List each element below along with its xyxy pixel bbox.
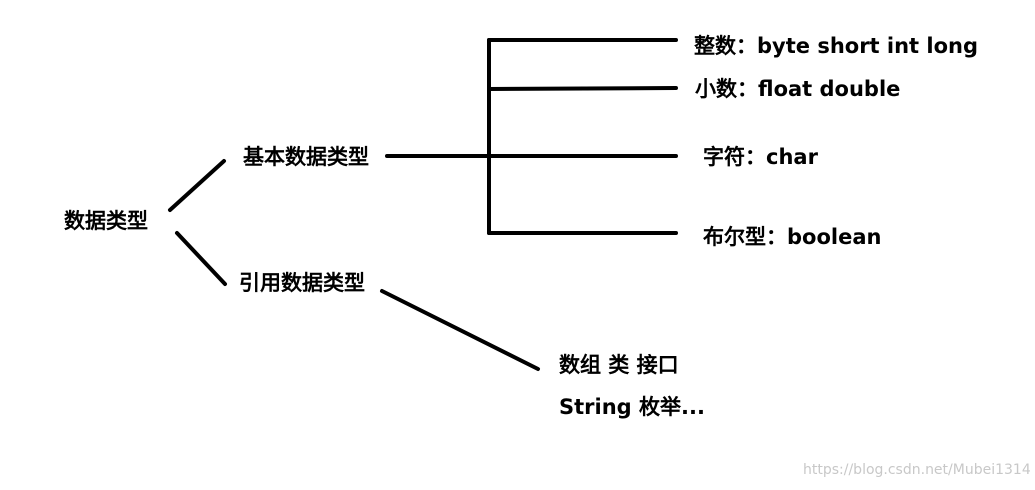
connector-reference-to-examples bbox=[380, 289, 540, 371]
connector-root-to-reference bbox=[175, 231, 227, 286]
root-label: 数据类型 bbox=[64, 209, 148, 233]
watermark-text: https://blog.csdn.net/Mubei1314 bbox=[803, 462, 1031, 478]
boolean-type-label: 布尔型：boolean bbox=[703, 225, 882, 249]
integer-types-label: 整数：byte short int long bbox=[694, 34, 979, 58]
reference-examples-line1: 数组 类 接口 bbox=[559, 353, 679, 377]
reference-type-label: 引用数据类型 bbox=[239, 271, 365, 295]
reference-examples-line2: String 枚举... bbox=[559, 395, 705, 419]
decimal-types-label: 小数：float double bbox=[695, 77, 901, 101]
char-type-label: 字符：char bbox=[703, 145, 818, 169]
connector-root-to-primitive bbox=[168, 159, 226, 212]
primitive-type-label: 基本数据类型 bbox=[243, 145, 369, 169]
bracket-branch-decimal bbox=[487, 86, 678, 91]
